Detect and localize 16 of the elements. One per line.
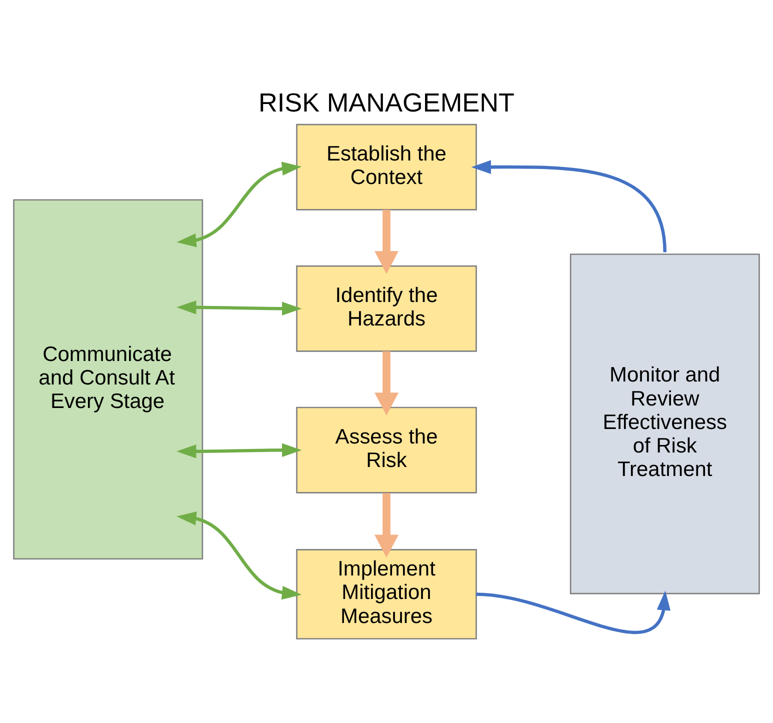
arrow bbox=[176, 300, 302, 315]
arrow bbox=[471, 160, 667, 252]
arrow bbox=[374, 492, 398, 558]
arrow bbox=[176, 161, 302, 247]
arrow bbox=[374, 209, 398, 274]
node-box: Assess the Risk bbox=[296, 406, 477, 493]
node-box: Implement Mitigation Measures bbox=[296, 548, 477, 639]
arrow bbox=[374, 350, 398, 415]
node-box: Identify the Hazards bbox=[296, 264, 477, 352]
node-box: Establish the Context bbox=[296, 123, 477, 210]
node-box: Communicate and Consult At Every Stage bbox=[13, 198, 204, 559]
arrow bbox=[176, 442, 302, 458]
diagram-title: RISK MANAGEMENT bbox=[258, 86, 515, 117]
arrow bbox=[176, 511, 302, 600]
node-box: Monitor and Review Effectiveness of Risk Treatment bbox=[570, 253, 760, 594]
arrow bbox=[476, 590, 671, 634]
